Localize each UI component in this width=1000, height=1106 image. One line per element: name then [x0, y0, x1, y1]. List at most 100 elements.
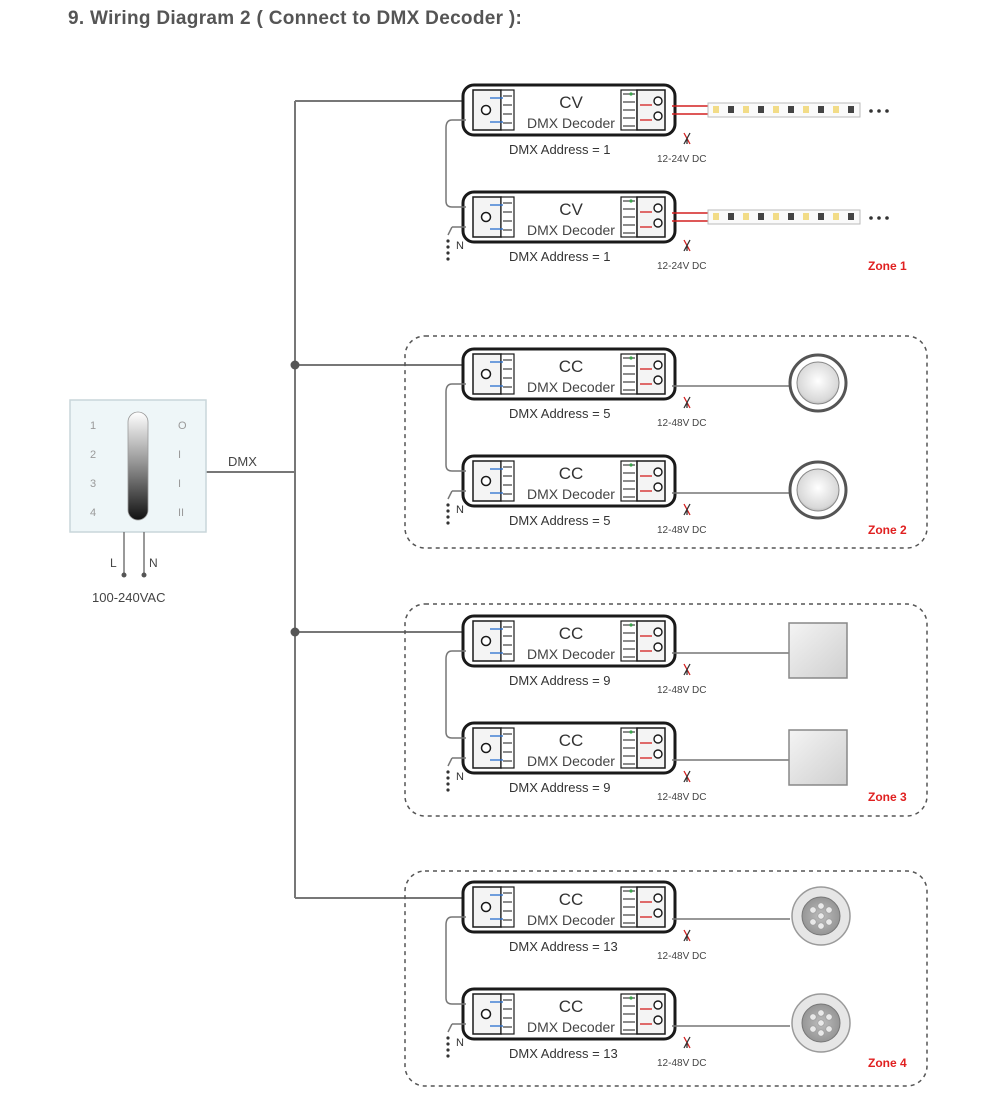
right-terminal-cover [636, 993, 666, 1035]
panel-right-label: II [178, 507, 184, 519]
right-terminal-cover [636, 460, 666, 502]
dmx-address: DMX Address = 9 [509, 673, 611, 688]
downlight-led [817, 1029, 825, 1037]
screw-icon [653, 111, 663, 121]
right-terminal-cover [636, 196, 666, 238]
panel-left-label: 2 [90, 449, 96, 461]
square-panel-light [788, 622, 848, 679]
decoder-name: DMX Decoder [527, 1019, 615, 1035]
status-led [629, 889, 633, 893]
supply-voltage: 12-24V DC [657, 261, 706, 272]
decoder-name: DMX Decoder [527, 646, 615, 662]
right-terminal-cover [636, 620, 666, 662]
led-chip [833, 106, 839, 113]
ellipsis-dot [869, 216, 873, 220]
termination-wire [447, 1023, 453, 1033]
neutral-label: N [456, 240, 464, 252]
termination-wire [447, 226, 453, 236]
led-chip [758, 213, 764, 220]
screw-icon [653, 375, 663, 385]
termination-dot [446, 788, 450, 792]
dmx-master-panel: 1 2 3 4 O I I II [69, 399, 207, 533]
panel-left-label: 1 [90, 420, 96, 432]
decoder-name: DMX Decoder [527, 115, 615, 131]
panel-right-label: I [178, 478, 181, 490]
zone-label: Zone 4 [868, 1056, 907, 1070]
dmx-address: DMX Address = 13 [509, 1046, 618, 1061]
decoder-type: CC [559, 464, 584, 483]
screw-icon [480, 901, 492, 913]
termination-dot [446, 245, 450, 249]
screw-icon [653, 908, 663, 918]
dmx-address: DMX Address = 5 [509, 513, 611, 528]
zone-label: Zone 3 [868, 790, 907, 804]
screw-icon [653, 1015, 663, 1025]
zone-label: Zone 2 [868, 523, 907, 537]
termination-wire [447, 757, 453, 767]
led-chip [803, 106, 809, 113]
screw-icon [653, 749, 663, 759]
downlight-led [825, 1025, 833, 1033]
screw-icon [653, 893, 663, 903]
bus-junction [290, 360, 300, 370]
downlight-led [809, 1025, 817, 1033]
status-led [629, 199, 633, 203]
ellipsis-dot [885, 216, 889, 220]
downlight-led [817, 1009, 825, 1017]
status-led [629, 92, 633, 96]
right-terminal-cover [636, 89, 666, 131]
downlight-led [825, 918, 833, 926]
daisy-chain-wire [445, 650, 466, 739]
led-chip [758, 106, 764, 113]
left-terminal-block [500, 620, 515, 662]
led-chip [728, 106, 734, 113]
dmx-address: DMX Address = 9 [509, 780, 611, 795]
round-light-lens [796, 468, 840, 512]
terminal-dot [141, 572, 147, 578]
screw-icon [480, 635, 492, 647]
daisy-chain-wire [445, 119, 466, 208]
led-chip [833, 213, 839, 220]
screw-icon [480, 211, 492, 223]
dmx-bus [206, 100, 468, 899]
left-terminal-block [500, 993, 515, 1035]
right-terminal-cover [636, 727, 666, 769]
ellipsis-dot [877, 216, 881, 220]
decoder-name: DMX Decoder [527, 222, 615, 238]
decoder-type: CV [559, 93, 583, 112]
left-terminal-block [500, 196, 515, 238]
led-chip [788, 213, 794, 220]
ellipsis-dot [877, 109, 881, 113]
line-label: L [110, 556, 117, 570]
decoder-name: DMX Decoder [527, 379, 615, 395]
termination-dot [446, 782, 450, 786]
status-led [629, 730, 633, 734]
screw-icon [653, 360, 663, 370]
status-led [629, 463, 633, 467]
downlight-led [817, 1019, 825, 1027]
neutral-label: N [456, 504, 464, 516]
termination-dot [446, 1036, 450, 1040]
termination-dot [446, 776, 450, 780]
zone-frame [404, 335, 928, 549]
decoder-type: CC [559, 997, 584, 1016]
screw-icon [653, 482, 663, 492]
downlight-led [809, 1013, 817, 1021]
led-chip [848, 106, 854, 113]
panel-left-label: 3 [90, 478, 96, 490]
supply-voltage: 12-48V DC [657, 792, 706, 803]
right-terminal-cover [636, 886, 666, 928]
downlight-led [817, 912, 825, 920]
mains-wires [123, 532, 145, 574]
supply-voltage: 12-48V DC [657, 685, 706, 696]
led-chip [818, 106, 824, 113]
termination-dot [446, 770, 450, 774]
led-chip [728, 213, 734, 220]
